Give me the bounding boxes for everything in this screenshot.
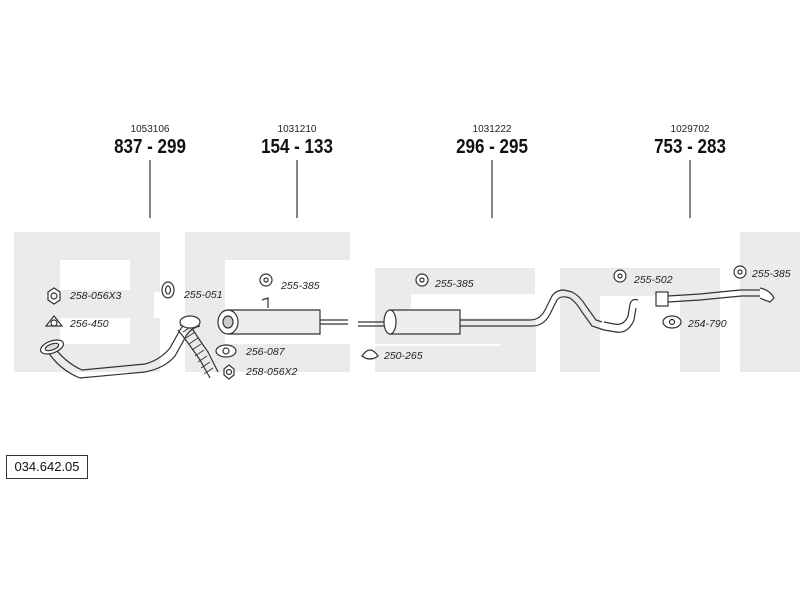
part-label: 255-502: [634, 274, 673, 286]
part-label: 255-385: [752, 268, 791, 280]
gasket-icon: [215, 344, 237, 358]
part-label: 250-265: [384, 350, 423, 362]
assembly-number: 1031210: [277, 124, 317, 135]
hanger-icon: [415, 273, 429, 287]
main-part-number: 154 - 133: [261, 136, 333, 158]
flex-pipe: [177, 315, 219, 379]
front-silencer: [217, 297, 348, 335]
hanger-icon: [733, 265, 747, 279]
middle-silencer: [358, 289, 639, 335]
nut-icon: [47, 287, 61, 305]
nut-icon: [223, 364, 235, 380]
main-part-number: 296 - 295: [456, 136, 528, 158]
part-label: 256-450: [70, 318, 109, 330]
gasket-icon: [44, 315, 64, 327]
catalog-number: 034.642.05: [6, 455, 88, 479]
part-label: 255-385: [435, 278, 474, 290]
part-label: 258-056X2: [246, 366, 298, 378]
main-part-number: 837 - 299: [114, 136, 186, 158]
assembly-number: 1031222: [472, 124, 512, 135]
clamp-icon: [161, 281, 175, 299]
part-label: 255-051: [184, 289, 223, 301]
tail-pipe: [655, 287, 775, 307]
part-label: 258-056X3: [70, 290, 122, 302]
leader-lines: [149, 160, 691, 218]
part-label: 255-385: [281, 280, 320, 292]
gasket-icon: [662, 315, 682, 329]
assembly-number: 1053106: [130, 124, 170, 135]
main-part-number: 753 - 283: [654, 136, 726, 158]
assembly-number: 1029702: [670, 124, 710, 135]
part-label: 254-790: [688, 318, 727, 330]
hanger-icon: [613, 269, 627, 283]
hanger-icon: [259, 273, 273, 287]
part-label: 256-087: [246, 346, 285, 358]
clamp-icon: [361, 349, 379, 360]
